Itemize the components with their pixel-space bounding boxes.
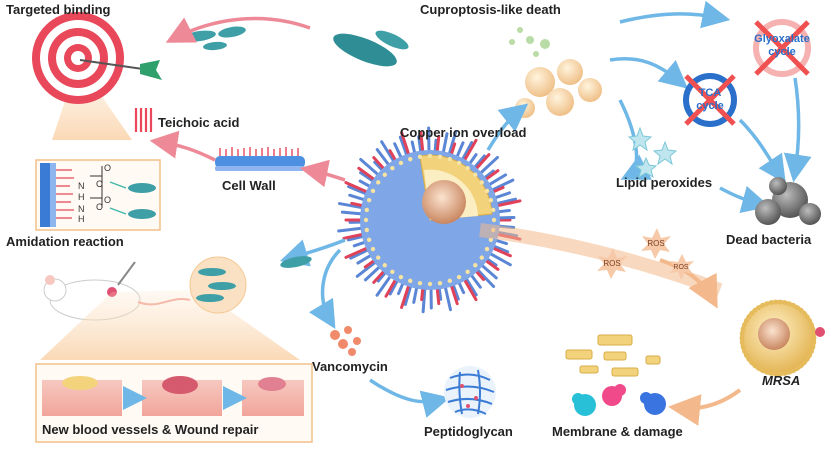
arrow-lipid-to-dead [720,188,760,204]
chem-h1: H [78,192,85,202]
cell-wall-icon [215,147,305,171]
mrsa-icon [740,300,826,377]
chem-c2: C [96,202,103,212]
arrow-mrsa-to-membrane [680,390,740,408]
peptidoglycan-icon [444,366,496,418]
chem-c1: C [96,179,103,189]
arrow-vanco-to-pg [370,380,440,402]
label-glyoxalate-line2: cycle [768,46,796,58]
label-tca-line2: cycle [696,100,724,112]
teichoic-acid-icon [136,108,151,132]
glyoxalate-cycle-icon: Glyoxalate cycle [754,22,810,74]
tca-cycle-icon: TCA cycle [686,76,734,124]
label-cell-wall: Cell Wall [222,178,276,193]
ros-label-2: ROS [603,259,620,268]
label-dead-bacteria: Dead bacteria [726,232,812,247]
nanoparticle [339,128,520,312]
chem-n2: N [78,204,85,214]
label-targeted-binding: Targeted binding [6,2,111,17]
chem-n1: N [78,181,85,191]
chem-h2: H [78,214,85,224]
label-glyoxalate-line1: Glyoxalate [754,33,810,45]
label-amidation: Amidation reaction [6,234,124,249]
arrow-np-to-vancomycin [323,250,340,320]
arrow-glyo-to-dead [795,78,799,172]
arrow-cellwall-to-teichoic [160,142,215,160]
copper-particles [509,27,602,118]
membrane-fragments [566,335,660,376]
magnified-bacteria [190,257,246,313]
arrow-np-to-cellwall [310,170,345,180]
arrow-to-tca [610,59,680,82]
chem-o2: O [104,195,111,205]
label-membrane-damage: Membrane & damage [552,424,683,439]
label-teichoic-acid: Teichoic acid [158,115,239,130]
ros-label-3: ROS [673,264,689,271]
target-icon [32,12,162,140]
amidation-reaction-box: N H N H O O C C [36,160,160,230]
bacteria-group-top [183,25,410,73]
label-peptidoglycan: Peptidoglycan [424,424,513,439]
arrow-tca-to-dead [740,120,780,175]
protein-blobs [572,384,666,416]
label-vancomycin: Vancomycin [312,359,388,374]
vancomycin-icon [330,326,361,356]
label-lipid-peroxides: Lipid peroxides [616,175,712,190]
chem-o1: O [104,163,111,173]
ros-label-1: ROS [647,239,664,248]
label-cuproptosis: Cuproptosis-like death [420,2,561,17]
label-wound-repair: New blood vessels & Wound repair [42,422,258,437]
label-tca-line1: TCA [699,87,722,99]
label-mrsa: MRSA [762,373,800,388]
dead-bacteria-icon [755,177,821,225]
arrow-to-glyoxalate [620,14,720,22]
ros-star-1: ROS [641,228,671,259]
label-copper-overload: Copper ion overload [400,125,526,140]
